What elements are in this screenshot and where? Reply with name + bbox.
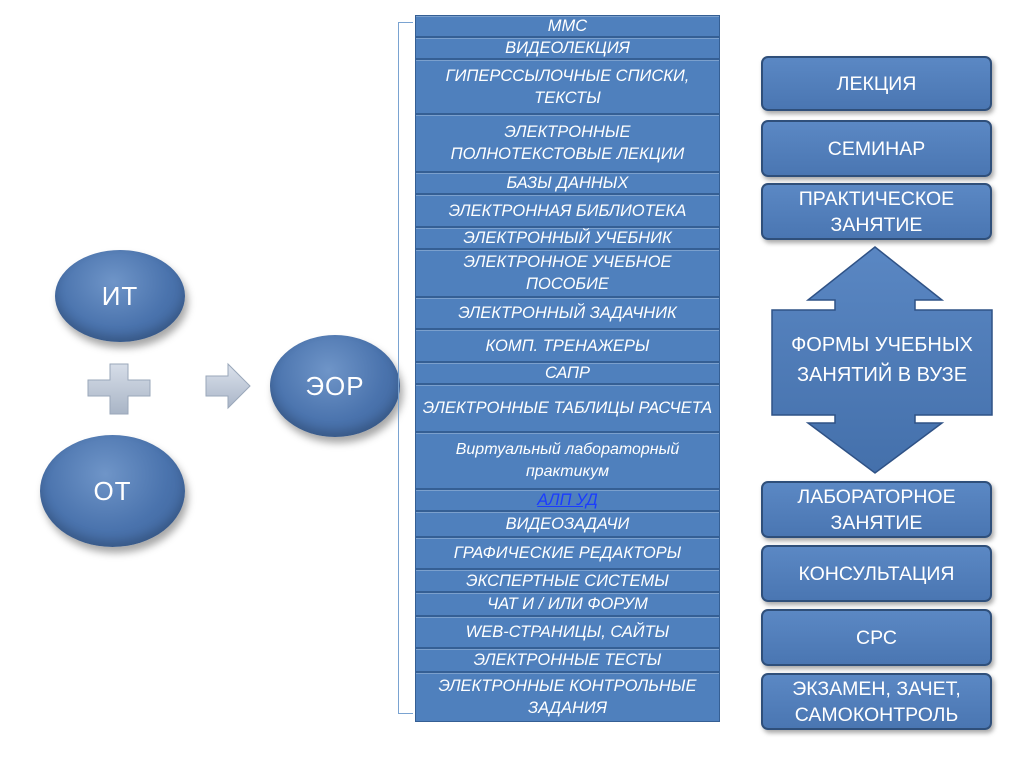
right-arrow-icon: [205, 362, 251, 410]
ot-label: ОТ: [93, 475, 132, 506]
list-item: ЧАТ И / ИЛИ ФОРУМ: [415, 592, 720, 616]
list-item: ЭЛЕКТРОННЫЙ ЗАДАЧНИК: [415, 297, 720, 329]
alp-ud-link[interactable]: АЛП УД: [537, 491, 598, 509]
eor-circle: ЭОР: [270, 335, 400, 437]
list-item-alp-ud: АЛП УД: [415, 489, 720, 511]
list-item: БАЗЫ ДАННЫХ: [415, 172, 720, 194]
ot-circle: ОТ: [40, 435, 185, 547]
list-item: Виртуальный лабораторный практикум: [415, 432, 720, 489]
list-item: ГИПЕРССЫЛОЧНЫЕ СПИСКИ, ТЕКСТЫ: [415, 59, 720, 114]
list-item: ЭЛЕКТРОННЫЙ УЧЕБНИК: [415, 227, 720, 249]
eor-label: ЭОР: [305, 370, 365, 401]
forms-title: ФОРМЫ УЧЕБНЫХ ЗАНЯТИЙ В ВУЗЕ: [791, 334, 973, 386]
form-practical: ПРАКТИЧЕСКОЕ ЗАНЯТИЕ: [761, 183, 992, 240]
double-arrow-shape: [771, 246, 993, 474]
form-exam: ЭКЗАМЕН, ЗАЧЕТ, САМОКОНТРОЛЬ: [761, 673, 992, 730]
list-item: ЭКСПЕРТНЫЕ СИСТЕМЫ: [415, 569, 720, 592]
form-lecture: ЛЕКЦИЯ: [761, 56, 992, 111]
list-item: WEB-СТРАНИЦЫ, САЙТЫ: [415, 616, 720, 648]
list-item: ЭЛЕКТРОННЫЕ ПОЛНОТЕКСТОВЫЕ ЛЕКЦИИ: [415, 114, 720, 172]
list-item: ЭЛЕКТРОННОЕ УЧЕБНОЕ ПОСОБИЕ: [415, 249, 720, 297]
eor-list: ММС ВИДЕОЛЕКЦИЯ ГИПЕРССЫЛОЧНЫЕ СПИСКИ, Т…: [415, 15, 720, 722]
list-bracket: [398, 22, 413, 714]
form-srs: СРС: [761, 609, 992, 666]
list-item: ВИДЕОЛЕКЦИЯ: [415, 37, 720, 59]
form-lab: ЛАБОРАТОРНОЕ ЗАНЯТИЕ: [761, 481, 992, 538]
list-item: ГРАФИЧЕСКИЕ РЕДАКТОРЫ: [415, 537, 720, 569]
list-item: ВИДЕОЗАДАЧИ: [415, 511, 720, 537]
form-seminar: СЕМИНАР: [761, 120, 992, 177]
list-item: ЭЛЕКТРОННЫЕ ТЕСТЫ: [415, 648, 720, 672]
list-item: ЭЛЕКТРОННЫЕ ТАБЛИЦЫ РАСЧЕТА: [415, 384, 720, 432]
list-item: САПР: [415, 362, 720, 384]
form-consultation: КОНСУЛЬТАЦИЯ: [761, 545, 992, 602]
list-item: КОМП. ТРЕНАЖЕРЫ: [415, 329, 720, 362]
list-item: ЭЛЕКТРОННАЯ БИБЛИОТЕКА: [415, 194, 720, 227]
it-label: ИТ: [101, 280, 139, 311]
it-circle: ИТ: [55, 250, 185, 342]
plus-icon: [87, 363, 151, 415]
list-item: ММС: [415, 15, 720, 37]
list-item: ЭЛЕКТРОННЫЕ КОНТРОЛЬНЫЕ ЗАДАНИЯ: [415, 672, 720, 722]
